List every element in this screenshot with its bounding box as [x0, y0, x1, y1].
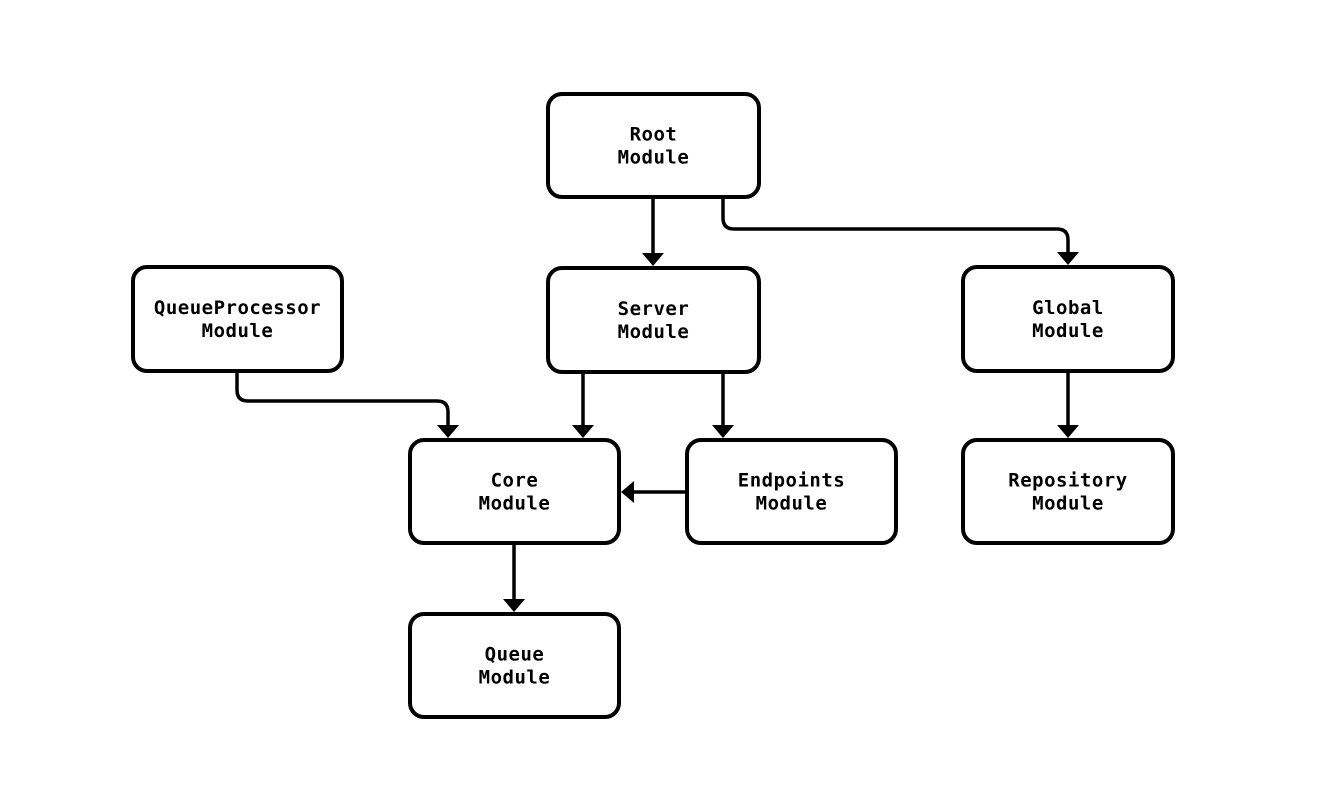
edge-endpoints-to-core [621, 481, 687, 503]
arrowhead-icon-endpoints-to-core [621, 481, 634, 503]
node-box-queueprocessor[interactable] [131, 265, 344, 373]
node-label-line2-queue: Module [479, 666, 551, 688]
node-label-line2-global: Module [1032, 320, 1104, 342]
node-label-line1-endpoints: Endpoints [738, 469, 845, 491]
edge-server-to-endpoints [712, 372, 734, 438]
edge-server-to-core [572, 372, 594, 438]
node-label-line1-global: Global [1032, 297, 1104, 319]
node-label-line2-queueprocessor: Module [202, 320, 274, 342]
edge-root-to-server [642, 197, 664, 266]
arrowhead-icon-core-to-queue [503, 599, 525, 612]
node-box-server[interactable] [546, 266, 761, 374]
node-box-global[interactable] [961, 265, 1175, 373]
node-box-repository[interactable] [961, 438, 1175, 545]
edges-layer [235, 197, 1079, 612]
node-label-line1-queue: Queue [485, 643, 545, 665]
arrowhead-icon-server-to-core [572, 425, 594, 438]
node-label-line2-server: Module [618, 321, 690, 343]
node-label-line1-repository: Repository [1008, 469, 1127, 491]
arrowhead-icon-server-to-endpoints [712, 425, 734, 438]
edge-line-queueprocessor-to-core [235, 371, 450, 427]
node-box-endpoints[interactable] [685, 438, 898, 545]
arrowhead-icon-queueprocessor-to-core [437, 425, 459, 438]
edge-line-root-to-global [721, 197, 1070, 254]
edge-queueprocessor-to-core [235, 371, 459, 438]
edge-core-to-queue [503, 543, 525, 612]
node-box-core[interactable] [408, 438, 621, 545]
node-label-line2-repository: Module [1032, 492, 1104, 514]
node-label-line1-server: Server [618, 298, 690, 320]
node-label-line2-endpoints: Module [756, 492, 828, 514]
node-box-queue[interactable] [408, 612, 621, 719]
edge-root-to-global [721, 197, 1079, 265]
arrowhead-icon-root-to-global [1057, 252, 1079, 265]
node-label-line1-queueprocessor: QueueProcessor [154, 297, 321, 319]
node-label-line2-core: Module [479, 492, 551, 514]
edge-global-to-repository [1057, 371, 1079, 438]
node-label-line1-root: Root [630, 123, 678, 145]
node-label-line2-root: Module [618, 146, 690, 168]
arrowhead-icon-root-to-server [642, 253, 664, 266]
node-label-line1-core: Core [491, 469, 539, 491]
arrowhead-icon-global-to-repository [1057, 425, 1079, 438]
node-box-root[interactable] [546, 92, 761, 199]
